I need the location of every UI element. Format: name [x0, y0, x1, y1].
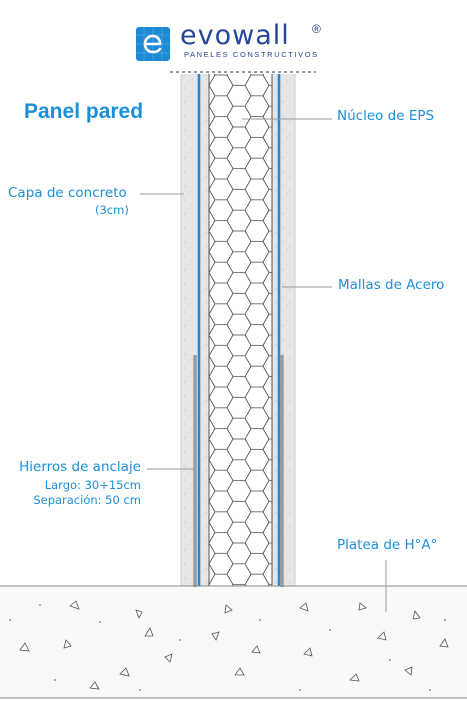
logo-tagline: PANELES CONSTRUCTIVOS	[184, 50, 319, 59]
page-title: Panel pared	[24, 100, 144, 123]
label-eps-core: Núcleo de EPS	[337, 108, 435, 124]
evowall-logo: evowall ® PANELES CONSTRUCTIVOS	[136, 20, 336, 64]
label-anchor-spacing: Separación: 50 cm	[33, 493, 141, 507]
label-anchor-length: Largo: 30+15cm	[44, 478, 141, 492]
label-concrete-thickness: (3cm)	[95, 203, 129, 217]
label-concrete-layer: Capa de concreto	[8, 185, 127, 201]
label-steel-meshes: Mallas de Acero	[338, 277, 445, 293]
logo-registered-mark: ®	[312, 22, 321, 36]
foundation-slab	[0, 587, 467, 698]
logo-wordmark: evowall	[180, 20, 290, 51]
label-foundation-slab: Platea de H°A°	[337, 537, 438, 553]
slab-aggregate	[19, 600, 449, 690]
logo-icon	[136, 27, 170, 61]
label-anchor-rebars: Hierros de anclaje	[19, 459, 141, 475]
slab-specks	[9, 604, 446, 691]
